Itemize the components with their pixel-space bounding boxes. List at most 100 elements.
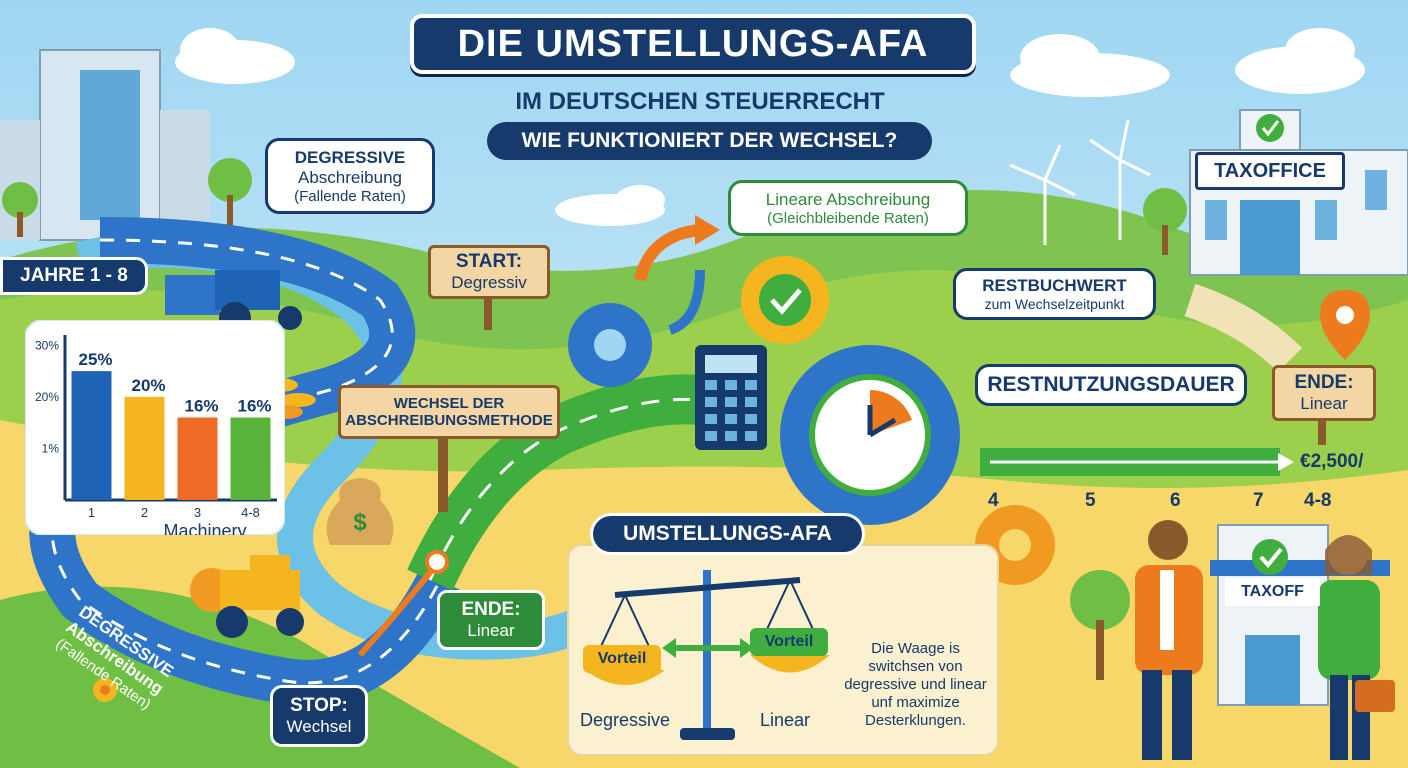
chart-bar: [177, 417, 218, 500]
ende-mid-line2: Linear: [467, 621, 515, 640]
taxoffice-sign: TAXOFFICE: [1195, 152, 1345, 190]
scale-explanation: Die Waage is switchsen von degressive un…: [838, 640, 993, 730]
jahre-label-text: JAHRE 1 - 8: [20, 265, 128, 286]
start-sign: START: Degressiv: [428, 245, 550, 299]
page-subtitle: IM DEUTSCHEN STEUERRECHT: [515, 88, 885, 115]
tractor-blue: [165, 270, 302, 334]
chart-category-label: 1: [88, 505, 95, 520]
cycle-arrow: [634, 224, 701, 282]
stop-pointer: [357, 568, 435, 657]
timeline-year-5: 4-8: [1304, 490, 1332, 511]
degressive-callout: DEGRESSIVE Abschreibung (Fallende Raten): [265, 138, 435, 214]
scale-text-line2: switchsen von: [868, 658, 963, 675]
chart-data-label: 20%: [131, 376, 165, 395]
title-banner: DIE UMSTELLUNGS-AFA: [410, 14, 976, 74]
chart-category-label: 2: [141, 505, 148, 520]
chart-y-tick-label: 1%: [42, 441, 60, 455]
bar-layer: 30% 20% 1% 25% 1 20% 2 16% 3 16% 4-8: [35, 335, 277, 520]
ende-sign-right: ENDE: Linear: [1272, 365, 1376, 421]
restnutzungsdauer-text: RESTNUTZUNGSDAUER: [987, 373, 1235, 396]
cycle-arrow-blue: [668, 269, 705, 335]
office-building: [0, 49, 210, 241]
timeline-year-3: 6: [1170, 490, 1181, 511]
scale-left-pan-label: Vorteil: [583, 645, 661, 673]
degressive-callout-line1: DEGRESSIVE: [294, 147, 406, 167]
restbuchwert-line1: RESTBUCHWERT: [982, 276, 1127, 295]
ende-sign-mid: ENDE: Linear: [437, 590, 545, 650]
timeline-arrow: [1278, 453, 1294, 471]
scale-left-label: Degressive: [580, 710, 671, 730]
question-text: WIE FUNKTIONIERT DER WECHSEL?: [521, 129, 898, 152]
woman-figure: [1318, 535, 1395, 760]
start-sign-line1: START:: [455, 251, 523, 272]
umstellungs-afa-pill: UMSTELLUNGS-AFA: [590, 513, 865, 555]
linear-callout-line1: Lineare Abschreibung: [765, 189, 931, 209]
umstellungs-afa-text: UMSTELLUNGS-AFA: [623, 522, 832, 545]
svg-text:$: $: [353, 509, 367, 536]
taxoffice-path: [1184, 283, 1303, 373]
trees: [2, 158, 1187, 680]
scale-text-line3: degressive und linear: [844, 676, 987, 693]
switch-point-marker: [425, 550, 449, 574]
amount-label: €2,500/: [1300, 451, 1364, 472]
ende-mid-line1: ENDE:: [461, 599, 521, 620]
calculator: [695, 345, 767, 450]
timeline-years: 4 5 6 7 4-8: [978, 490, 1338, 520]
scale-text-line5: Desterklungen.: [865, 712, 966, 729]
chart-data-label: 16%: [237, 397, 271, 416]
ende-right-line2: Linear: [1300, 394, 1348, 413]
depreciation-bar-chart: 30% 20% 1% 25% 1 20% 2 16% 3 16% 4-8 Machinery: [25, 320, 285, 535]
taxoff-small-sign: TAXOFF: [1225, 578, 1320, 606]
degressive-callout-line3: (Fallende Raten): [294, 187, 406, 205]
taxoffice-sign-text: TAXOFFICE: [1214, 159, 1326, 182]
jahre-label: JAHRE 1 - 8: [0, 257, 148, 295]
stop-sign: STOP: Wechsel: [270, 685, 368, 747]
cycle-arrow-head: [695, 215, 720, 245]
money-bag-icon: $: [326, 478, 394, 545]
ende-right-line1: ENDE:: [1294, 372, 1354, 393]
wechsel-sign-line1: WECHSEL DER: [393, 395, 505, 412]
stop-sign-line2: Wechsel: [286, 717, 352, 736]
tractor-yellow: [216, 555, 304, 638]
wind-turbines: [1009, 119, 1151, 245]
chart-xlabel: Machinery: [163, 521, 246, 535]
chart-category-label: 3: [194, 505, 201, 520]
scale-right-pan-text: Vorteil: [764, 633, 814, 650]
chart-y-tick-label: 30%: [35, 338, 59, 352]
scale-right-pan-label: Vorteil: [750, 628, 828, 656]
chart-bar: [71, 371, 112, 500]
start-sign-line2: Degressiv: [451, 273, 527, 292]
restnutzungsdauer-callout: RESTNUTZUNGSDAUER: [975, 364, 1247, 406]
linear-callout: Lineare Abschreibung (Gleichbleibende Ra…: [728, 180, 968, 236]
wechsel-sign-line2: ABSCHREIBUNGSMETHODE: [345, 412, 553, 429]
timeline-year-1: 4: [988, 490, 999, 511]
restbuchwert-line2: zum Wechselzeitpunkt: [984, 296, 1125, 312]
timeline-year-4: 7: [1253, 490, 1264, 511]
wechsel-sign: WECHSEL DER ABSCHREIBUNGSMETHODE: [338, 385, 560, 439]
wechsel-sign-post: [438, 432, 448, 512]
map-pin-icon: [1320, 290, 1370, 360]
clouds: [175, 28, 1365, 226]
chart-y-tick-label: 20%: [35, 390, 59, 404]
chart-data-label: 25%: [78, 350, 112, 369]
start-sign-post: [484, 295, 492, 330]
man-figure: [1135, 520, 1203, 760]
chart-data-label: 16%: [184, 397, 218, 416]
taxoff-small-text: TAXOFF: [1241, 583, 1304, 600]
ende-sign-post: [1318, 420, 1326, 445]
chart-category-label: 4-8: [241, 505, 260, 520]
stop-sign-line1: STOP:: [290, 695, 348, 716]
page-title: DIE UMSTELLUNGS-AFA: [457, 22, 929, 65]
question-pill: WIE FUNKTIONIERT DER WECHSEL?: [487, 122, 932, 160]
restbuchwert-callout: RESTBUCHWERT zum Wechselzeitpunkt: [953, 268, 1156, 320]
scale-right-label: Linear: [760, 710, 811, 730]
chart-bar: [124, 396, 165, 500]
scale-left-pan-text: Vorteil: [597, 650, 647, 667]
timeline-year-2: 5: [1085, 490, 1096, 511]
flower: [93, 678, 117, 702]
scale-text-line1: Die Waage is: [871, 640, 960, 657]
chart-bar: [230, 417, 271, 500]
degressive-callout-line2: Abschreibung: [298, 167, 402, 187]
linear-callout-line2: (Gleichbleibende Raten): [767, 209, 929, 227]
